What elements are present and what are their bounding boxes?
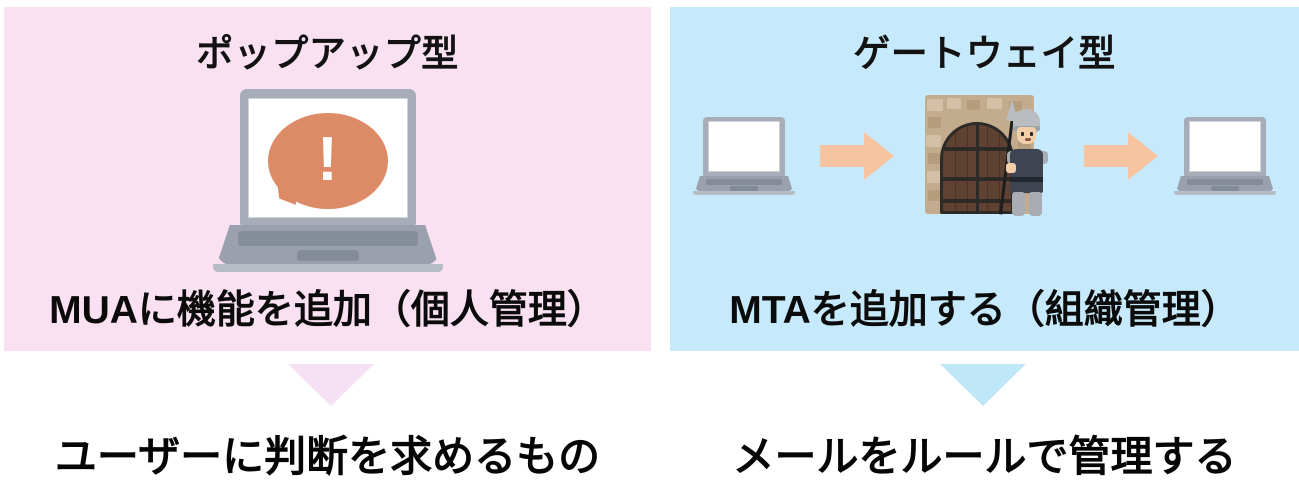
laptop-keyboard	[1187, 179, 1263, 185]
recipient-laptop-illustration	[1173, 117, 1277, 197]
laptop-deck	[695, 176, 793, 192]
laptop-base	[209, 225, 447, 273]
laptop-lid	[1184, 117, 1266, 177]
flow-arrow-right-icon	[1084, 131, 1158, 181]
laptop-keyboard	[237, 231, 418, 246]
down-arrow-popup-icon	[288, 364, 374, 406]
down-arrow-gateway-icon	[940, 364, 1026, 406]
panel-popup-title: ポップアップ型	[196, 33, 459, 74]
gate-door-center-seam	[975, 125, 979, 211]
laptop-front-edge	[693, 191, 795, 195]
laptop-screen	[708, 121, 780, 172]
conclusion-popup: ユーザーに判断を求めるもの	[54, 432, 601, 480]
exclamation-mark-glyph: !	[317, 124, 338, 194]
gateway-castle-illustration	[925, 95, 1049, 219]
laptop-base	[1173, 176, 1277, 197]
panel-gateway-caption: MTAを追加する（組織管理）	[729, 289, 1240, 332]
laptop-deck	[216, 225, 439, 265]
alert-speech-bubble-icon: !	[267, 113, 388, 209]
laptop-lid: !	[239, 89, 416, 226]
laptop-trackpad	[730, 186, 758, 191]
panel-popup: ポップアップ型 !	[4, 7, 651, 351]
speech-bubble-tail	[273, 176, 298, 205]
panel-gateway-title: ゲートウェイ型	[853, 33, 1116, 74]
laptop-front-edge	[1174, 191, 1276, 195]
guard-hand	[1006, 163, 1016, 173]
laptop-screen: !	[247, 98, 408, 218]
laptop-with-alert-illustration: !	[209, 89, 447, 273]
flow-arrow-right-icon	[820, 131, 894, 181]
laptop-screen	[1189, 121, 1261, 172]
laptop-deck	[1176, 176, 1274, 192]
panel-gateway-illustration	[670, 81, 1299, 281]
panel-popup-caption: MUAに機能を追加（個人管理）	[49, 289, 606, 332]
laptop-trackpad	[1211, 186, 1239, 191]
panel-gateway: ゲートウェイ型	[670, 7, 1299, 351]
gate-guard-figure	[999, 99, 1049, 219]
laptop-front-edge	[212, 264, 443, 272]
conclusion-gateway: メールをルールで管理する	[732, 432, 1237, 480]
laptop-trackpad	[296, 250, 359, 261]
laptop-keyboard	[706, 179, 782, 185]
laptop-lid	[703, 117, 785, 177]
sender-laptop-illustration	[692, 117, 796, 197]
guard-face	[1017, 127, 1036, 144]
panel-popup-illustration: !	[4, 81, 651, 281]
laptop-base	[692, 176, 796, 197]
